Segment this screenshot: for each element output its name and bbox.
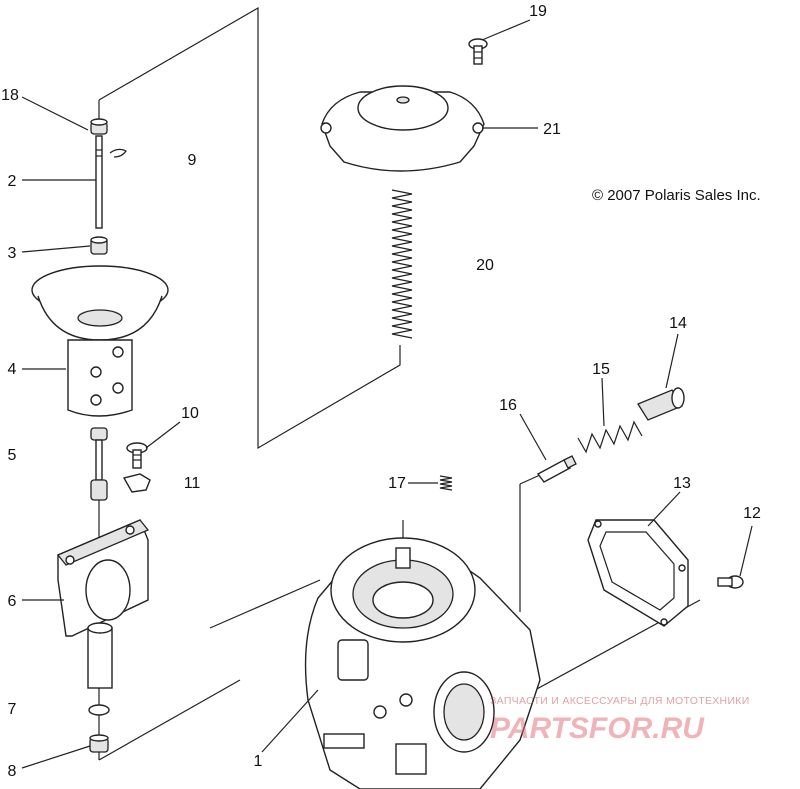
jet-part-8 bbox=[89, 734, 109, 753]
callout-20: 20 bbox=[476, 257, 494, 274]
plunger-part-16 bbox=[536, 455, 577, 483]
needle-jet-part-5 bbox=[90, 427, 108, 501]
callout-14: 14 bbox=[669, 315, 687, 332]
screw-part-12 bbox=[717, 575, 744, 589]
callout-10: 10 bbox=[181, 405, 199, 422]
callout-13: 13 bbox=[673, 475, 691, 492]
screw-part-10 bbox=[126, 442, 148, 469]
callout-9: 9 bbox=[188, 152, 197, 169]
callout-2: 2 bbox=[8, 173, 17, 190]
spacer-part-3 bbox=[90, 236, 108, 255]
o-ring-part-7 bbox=[88, 704, 110, 716]
callout-7: 7 bbox=[8, 701, 17, 718]
top-cover-part-21 bbox=[320, 85, 485, 172]
callout-17: 17 bbox=[388, 475, 406, 492]
callout-4: 4 bbox=[8, 361, 17, 378]
copyright-notice: © 2007 Polaris Sales Inc. bbox=[592, 187, 761, 204]
spring-part-15 bbox=[577, 420, 643, 454]
leader-lines bbox=[21, 19, 753, 769]
screw-part-19 bbox=[468, 38, 488, 65]
callout-11: 11 bbox=[184, 475, 201, 492]
spring-part-20 bbox=[391, 189, 413, 339]
callout-18: 18 bbox=[1, 87, 19, 104]
carburetor-body-part-1 bbox=[304, 537, 541, 789]
callout-19: 19 bbox=[529, 3, 547, 20]
small-spring-part-17 bbox=[439, 475, 453, 491]
callout-3: 3 bbox=[8, 245, 17, 262]
cap-part-14 bbox=[637, 387, 685, 421]
callout-8: 8 bbox=[8, 763, 17, 780]
gasket-part-13 bbox=[587, 519, 689, 627]
nut-part-18 bbox=[90, 118, 108, 135]
watermark-tagline: ЗАПЧАСТИ И АКСЕССУАРЫ ДЛЯ МОТОТЕХНИКИ bbox=[490, 695, 750, 707]
callout-numbers: 18 2 3 4 5 6 7 8 9 10 11 1 19 21 20 16 1… bbox=[1, 3, 761, 780]
watermark-brand: PARTSFOR.RU bbox=[490, 712, 705, 745]
jet-needle-part-2 bbox=[95, 135, 103, 229]
callout-1: 1 bbox=[254, 753, 263, 770]
callout-6: 6 bbox=[8, 593, 17, 610]
watermark: ЗАПЧАСТИ И АКСЕССУАРЫ ДЛЯ МОТОТЕХНИКИ PA… bbox=[490, 695, 750, 745]
clip-part-11 bbox=[122, 473, 151, 493]
callout-5: 5 bbox=[8, 447, 17, 464]
callout-16: 16 bbox=[499, 397, 517, 414]
diaphragm-piston-part-4 bbox=[31, 265, 169, 417]
callout-21: 21 bbox=[543, 121, 561, 138]
e-clip-part-9 bbox=[109, 148, 127, 158]
callout-15: 15 bbox=[592, 361, 610, 378]
slide-assembly-part-6 bbox=[56, 519, 150, 689]
callout-12: 12 bbox=[743, 505, 761, 522]
